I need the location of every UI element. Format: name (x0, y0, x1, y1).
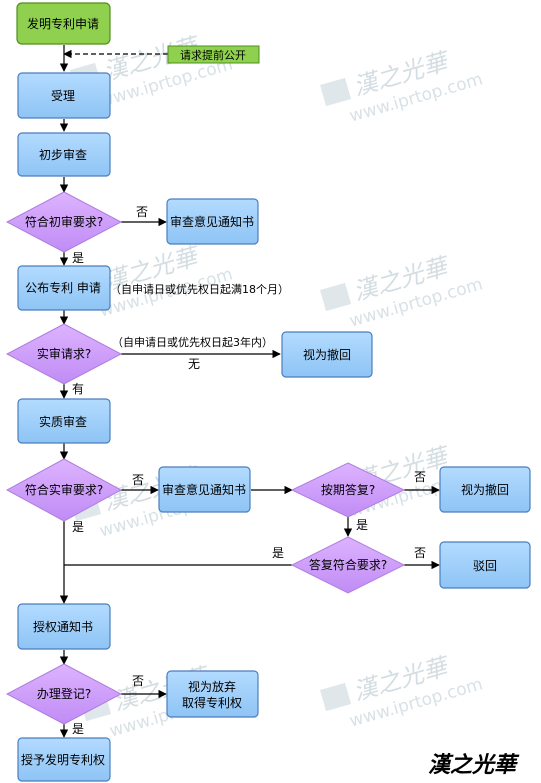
node-withdraw2-label: 视为撤回 (461, 482, 509, 497)
watermark: 漢之光華 www.iprtop.com (320, 252, 485, 332)
brand-logo: 漢之光華 (428, 752, 520, 778)
label-pub-note: （自申请日或优先权日起满18个月） (110, 283, 289, 296)
node-subst: 实质审查 (17, 398, 111, 444)
node-abandon: 视为放弃 取得专利权 (166, 670, 259, 718)
decision-register: 办理登记? (5, 663, 123, 725)
decision-reply-time-label: 按期答复? (321, 482, 375, 497)
label-yes-5: 是 (72, 722, 84, 736)
label-yes-4: 是 (272, 546, 284, 560)
label-yes-2: 是 (72, 520, 84, 534)
label-no-1: 否 (136, 205, 148, 219)
node-start-label: 发明专利申请 (27, 16, 99, 31)
node-abandon-line2: 取得专利权 (182, 695, 242, 710)
watermark: 漢之光華 www.iprtop.com (320, 47, 485, 127)
decision-reply-ok: 答复符合要求? (290, 536, 406, 594)
node-subst-label: 实质审查 (39, 414, 87, 429)
decision-subst-ok-label: 符合实审要求? (25, 482, 103, 497)
node-accept: 受理 (17, 72, 111, 119)
node-opinion2: 审查意见通知书 (158, 466, 251, 513)
watermark-logo (320, 682, 352, 712)
label-no-2: 否 (132, 473, 144, 487)
decision-register-label: 办理登记? (37, 686, 91, 701)
decision-exam-req-label: 实审请求? (37, 346, 91, 361)
node-grant: 授予发明专利权 (17, 737, 111, 782)
node-opinion1: 审查意见通知书 (166, 198, 259, 245)
label-none: 无 (188, 357, 200, 371)
label-have: 有 (72, 382, 84, 396)
decision-subst-ok: 符合实审要求? (5, 458, 123, 522)
decision-reply-ok-label: 答复符合要求? (309, 557, 387, 572)
label-yes-3: 是 (356, 518, 368, 532)
node-abandon-line1: 视为放弃 (188, 679, 236, 694)
node-prelim-label: 初步审查 (39, 147, 87, 162)
watermark-logo (320, 282, 352, 312)
edge-labels: 否 是 （自申请日或优先权日起满18个月） （自申请日或优先权日起3年内） 无 … (72, 205, 426, 736)
node-opinion1-label: 审查意见通知书 (170, 214, 254, 229)
decision-prelim-ok-label: 符合初审要求? (25, 214, 103, 229)
node-start: 发明专利申请 (16, 2, 111, 45)
connectors (59, 45, 440, 738)
decision-reply-time: 按期答复? (290, 462, 406, 518)
node-prelim: 初步审查 (17, 132, 111, 177)
label-yes-1: 是 (72, 251, 84, 265)
node-reject-label: 驳回 (473, 559, 497, 573)
node-grant-notice: 授权通知书 (17, 603, 111, 650)
node-withdraw2: 视为撤回 (439, 466, 531, 513)
node-publish-label: 公布专利 申请 (25, 280, 101, 295)
node-withdraw1: 视为撤回 (281, 331, 373, 378)
node-publish: 公布专利 申请 (17, 265, 111, 311)
label-no-4: 否 (414, 546, 426, 560)
brand-logo-text: 漢之光華 (428, 752, 520, 778)
node-reject: 驳回 (439, 541, 531, 589)
node-early-pub: 请求提前公开 (167, 45, 260, 64)
node-grant-notice-label: 授权通知书 (33, 619, 93, 634)
label-exam-note: （自申请日或优先权日起3年内） (112, 335, 273, 349)
node-opinion2-label: 审查意见通知书 (162, 482, 246, 497)
label-no-5: 否 (132, 674, 144, 688)
watermark-logo (320, 77, 352, 107)
node-early-pub-label: 请求提前公开 (180, 48, 246, 62)
node-withdraw1-label: 视为撤回 (303, 347, 351, 362)
node-accept-label: 受理 (51, 89, 75, 103)
label-no-3: 否 (414, 470, 426, 484)
decision-exam-req: 实审请求? (5, 323, 123, 385)
watermark-group: 漢之光華 www.iprtop.com 漢之光華 www.iprtop.com … (70, 32, 485, 742)
decision-prelim-ok: 符合初审要求? (5, 191, 123, 253)
node-grant-label: 授予发明专利权 (21, 752, 105, 767)
watermark: 漢之光華 www.iprtop.com (320, 652, 485, 732)
